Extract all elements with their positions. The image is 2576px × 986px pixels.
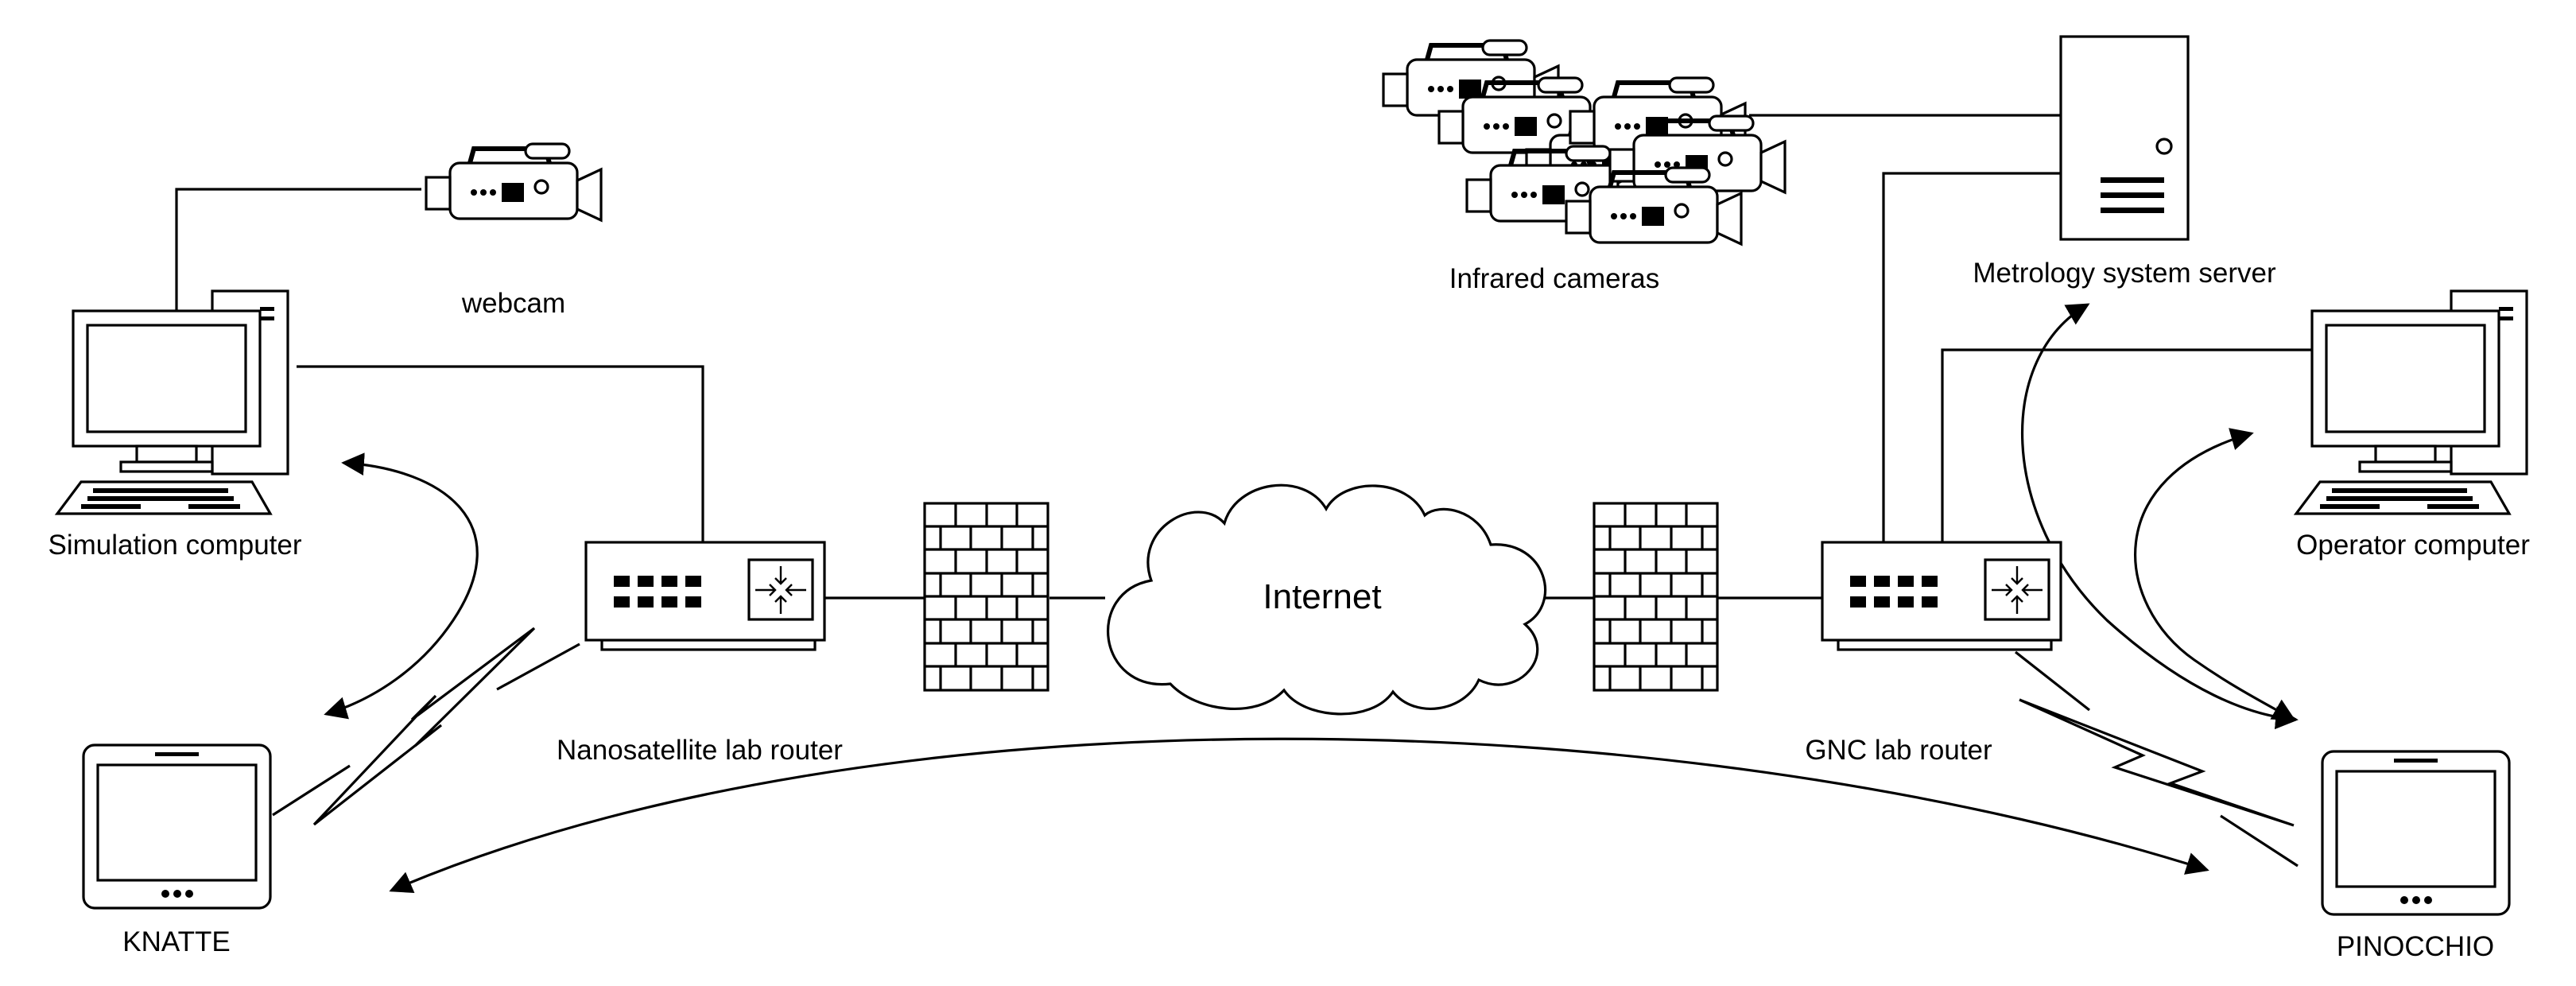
knatte-pinocchio-arrow [389, 737, 2209, 894]
server-pinocchio-arrow [2020, 303, 2299, 730]
infrared-cameras [1383, 41, 1785, 244]
network-router-icon [1821, 541, 2062, 651]
cloud-icon [1106, 483, 1546, 716]
gnc-to-server-line [1882, 172, 2061, 542]
gnc-to-operator-line [1941, 348, 2311, 542]
firewall-icon [923, 502, 1049, 692]
operator-computer-label: Operator computer [2296, 530, 2530, 561]
desktop-computer-icon [56, 289, 289, 515]
pinocchio-antenna [2220, 814, 2299, 868]
operator-pinocchio-arrow [2134, 428, 2296, 721]
sim-to-router-line [297, 365, 704, 542]
gnc-router-label: GNC lab router [1805, 735, 1992, 766]
pinocchio-label: PINOCCHIO [2337, 931, 2494, 962]
sim-to-webcam-line [175, 188, 421, 315]
communication-arrows [324, 303, 2299, 894]
metrology-server-label: Metrology system server [1973, 258, 2276, 289]
wireless-link-right [2019, 698, 2295, 827]
tablet-device-icon [2321, 750, 2511, 916]
tablet-device-icon [82, 743, 272, 910]
desktop-computer-icon [2295, 289, 2528, 515]
firewall-icon [1593, 502, 1719, 692]
internet-label: Internet [1263, 577, 1381, 616]
simulation-computer-label: Simulation computer [48, 530, 301, 561]
wireless-link-left [312, 627, 536, 826]
server-tower-icon [2059, 35, 2190, 241]
video-camera-icon [426, 144, 601, 220]
webcam-label: webcam [461, 288, 565, 319]
sim-knatte-arrow [324, 452, 479, 720]
knatte-label: KNATTE [122, 926, 230, 957]
router-antenna-left [496, 642, 580, 691]
infrared-cameras-label: Infrared cameras [1449, 263, 1660, 294]
network-router-icon [584, 541, 826, 651]
nanosatellite-router-label: Nanosatellite lab router [557, 735, 843, 766]
knatte-antenna [272, 764, 351, 817]
